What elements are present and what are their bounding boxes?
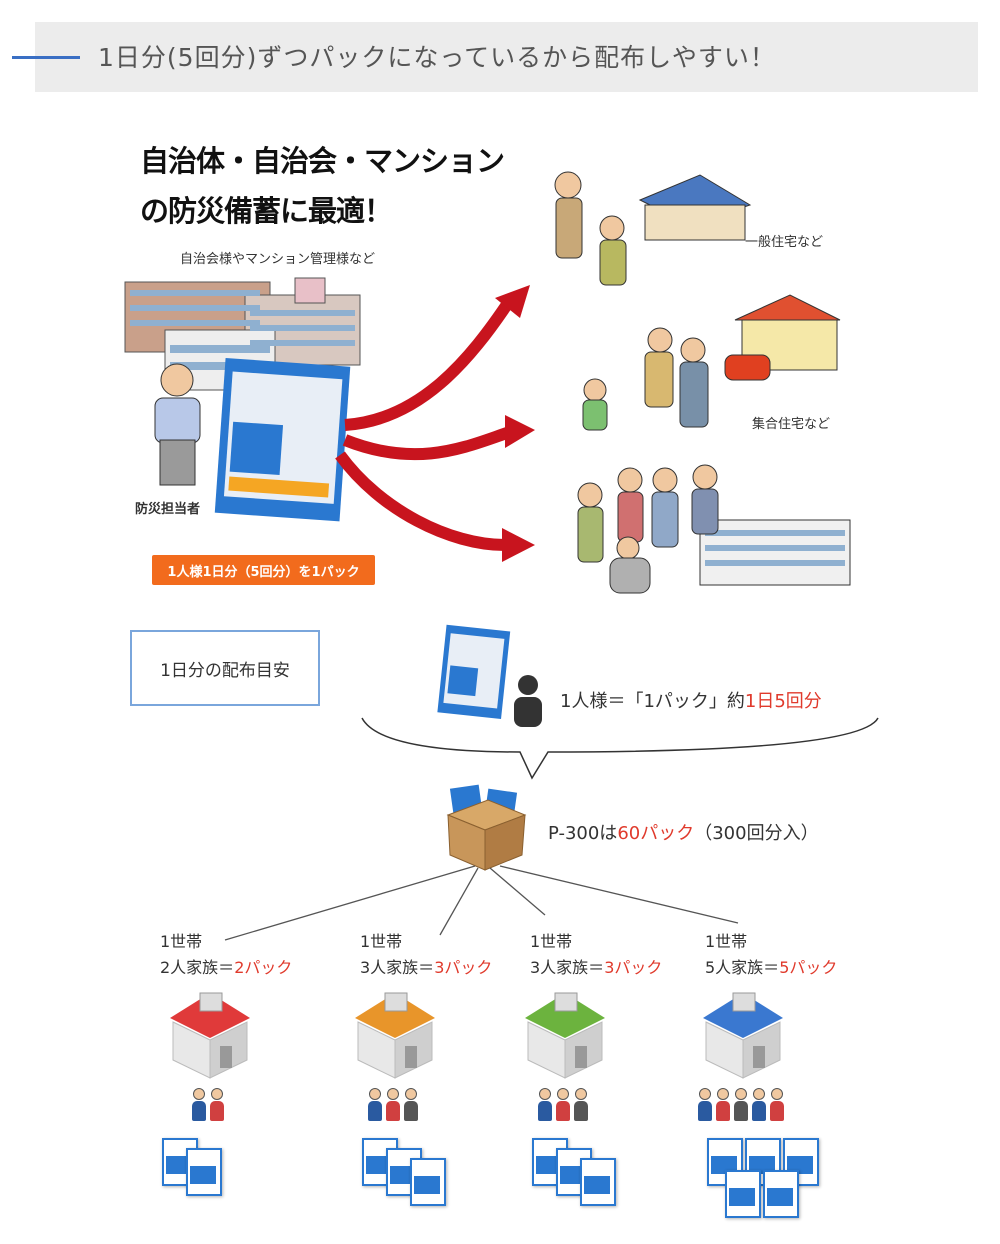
household-count: 1世帯 bbox=[160, 932, 203, 951]
one-pack-badge: 1人様1日分（5回分）を1パック bbox=[152, 555, 375, 585]
household-family: 2人家族＝2パック bbox=[160, 955, 292, 981]
per-person-text: 1人様＝「1パック」約1日5回分 bbox=[560, 687, 822, 713]
family-member-icon bbox=[556, 1088, 570, 1122]
family-member-icon bbox=[752, 1088, 766, 1122]
family-member-icon bbox=[368, 1088, 382, 1122]
pack-icon bbox=[532, 1138, 568, 1186]
house-icon bbox=[170, 992, 250, 1079]
household-label: 1世帯 5人家族＝5パック bbox=[705, 929, 837, 981]
disaster-manager-illustration bbox=[154, 363, 201, 486]
household-label: 1世帯 2人家族＝2パック bbox=[160, 929, 292, 981]
family-member-icon bbox=[210, 1088, 224, 1122]
family-member-icon bbox=[698, 1088, 712, 1122]
box-highlight: 60パック bbox=[617, 823, 695, 844]
family-size: 3人家族＝ bbox=[360, 958, 435, 977]
family-member-icon bbox=[404, 1088, 418, 1122]
toilet-set-pack-illustration bbox=[214, 358, 351, 522]
apartment-buildings-illustration bbox=[124, 277, 361, 391]
hero-heading-line1: 自治体・自治会・マンション bbox=[140, 144, 505, 178]
household-count: 1世帯 bbox=[530, 932, 573, 951]
distribution-guide-box: 1日分の配布目安 bbox=[130, 630, 320, 706]
family-member-icon bbox=[192, 1088, 206, 1122]
per-person-highlight: 1日5回分 bbox=[744, 691, 822, 712]
family-member-icon bbox=[716, 1088, 730, 1122]
cardboard-box-illustration bbox=[446, 783, 527, 871]
house-icon bbox=[525, 992, 605, 1079]
family-size: 5人家族＝ bbox=[705, 958, 780, 977]
family-member-icon bbox=[538, 1088, 552, 1122]
community-residents-illustration bbox=[577, 464, 851, 594]
header-title: 1日分(5回分)ずつパックになっているから配布しやすい！ bbox=[98, 43, 776, 72]
header-accent-line bbox=[12, 56, 80, 59]
target-label-apartments: 集合住宅など bbox=[752, 417, 831, 432]
pack-icon bbox=[763, 1170, 799, 1218]
household-family: 5人家族＝5パック bbox=[705, 955, 837, 981]
household-count: 1世帯 bbox=[705, 932, 748, 951]
family-member-icon bbox=[734, 1088, 748, 1122]
household-count: 1世帯 bbox=[360, 932, 403, 951]
house-icon bbox=[703, 992, 783, 1079]
pack-icon bbox=[410, 1158, 446, 1206]
family-size: 3人家族＝ bbox=[530, 958, 605, 977]
family-member-icon bbox=[770, 1088, 784, 1122]
pack-count: 2パック bbox=[234, 958, 293, 977]
household-family: 3人家族＝3パック bbox=[360, 955, 492, 981]
distribution-arrows bbox=[335, 296, 515, 551]
pack-count: 5パック bbox=[779, 958, 838, 977]
household-family: 3人家族＝3パック bbox=[530, 955, 662, 981]
speech-bracket bbox=[361, 717, 879, 780]
family-member-icon bbox=[574, 1088, 588, 1122]
household-label: 1世帯 3人家族＝3パック bbox=[530, 929, 662, 981]
box-prefix: P-300は bbox=[548, 823, 618, 844]
person-icon bbox=[514, 675, 542, 727]
per-person-prefix: 1人様＝「1パック」約 bbox=[560, 691, 745, 712]
single-pack-illustration bbox=[437, 624, 511, 719]
pack-icon bbox=[186, 1148, 222, 1196]
header-bar bbox=[35, 22, 978, 92]
pack-icon bbox=[725, 1170, 761, 1218]
box-contents-text: P-300は60パック（300回分入） bbox=[548, 819, 819, 845]
hero-subtitle: 自治会様やマンション管理様など bbox=[180, 252, 376, 267]
house-residents-illustration bbox=[554, 171, 752, 286]
hero-heading-line2: の防災備蓄に最適！ bbox=[140, 194, 393, 228]
arrow-heads bbox=[495, 285, 535, 562]
house-icon bbox=[355, 992, 435, 1079]
target-label-houses: 一般住宅など bbox=[745, 235, 824, 250]
disaster-manager-label: 防災担当者 bbox=[135, 502, 201, 517]
branch-lines bbox=[224, 865, 739, 941]
apartment-residents-illustration bbox=[582, 294, 841, 431]
pack-icon bbox=[580, 1158, 616, 1206]
household-label: 1世帯 3人家族＝3パック bbox=[360, 929, 492, 981]
pack-count: 3パック bbox=[434, 958, 493, 977]
family-size: 2人家族＝ bbox=[160, 958, 235, 977]
pack-count: 3パック bbox=[604, 958, 663, 977]
family-member-icon bbox=[386, 1088, 400, 1122]
box-suffix: （300回分入） bbox=[694, 823, 819, 844]
